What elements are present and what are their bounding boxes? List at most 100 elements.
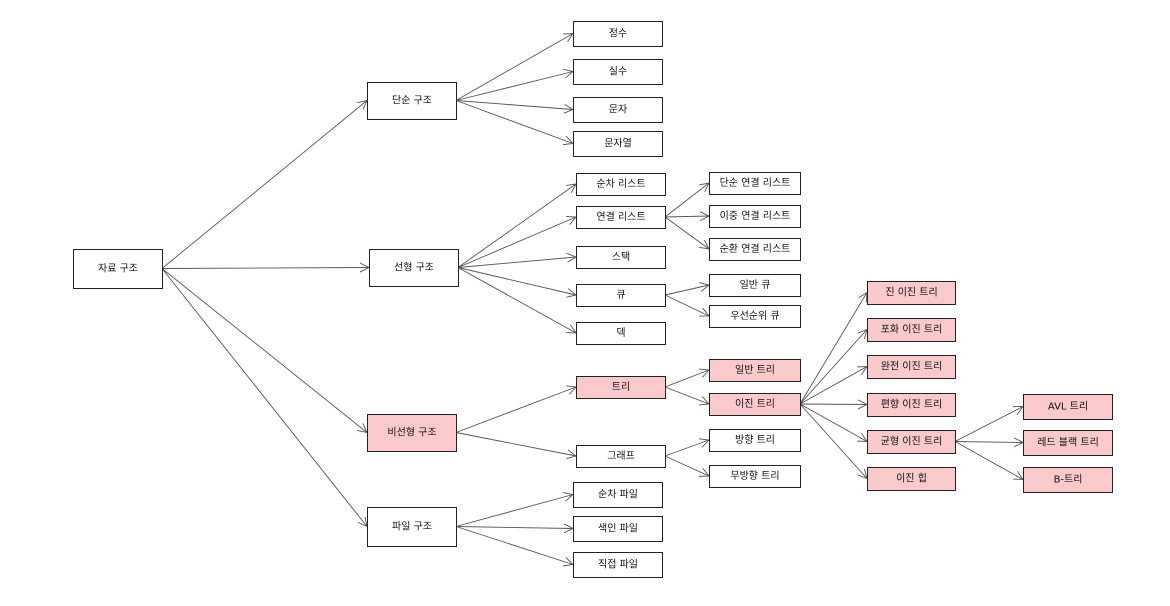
node-priorityqueue: 우선순위 큐 xyxy=(709,305,801,328)
node-label-tree: 트리 xyxy=(612,381,630,393)
edge-linear-to-deque xyxy=(457,267,576,334)
node-box-real xyxy=(573,59,663,85)
node-label-linkedlist: 연결 리스트 xyxy=(596,211,645,223)
edge-linkedlist-to-singlylinked xyxy=(664,183,709,218)
edge-linear-to-stack xyxy=(457,257,576,268)
edge-root-to-linear xyxy=(161,268,369,269)
node-label-binaryheap: 이진 힙 xyxy=(896,473,927,485)
node-label-seqlist: 순차 리스트 xyxy=(596,178,645,190)
node-label-btree: B-트리 xyxy=(1054,474,1083,486)
node-completebt: 완전 이진 트리 xyxy=(867,355,956,379)
node-box-fullbt xyxy=(867,318,956,342)
node-box-normalqueue xyxy=(709,274,801,297)
node-deque: 덱 xyxy=(576,322,666,345)
node-label-balancedbt: 균형 이진 트리 xyxy=(881,436,943,448)
node-singlylinked: 단순 연결 리스트 xyxy=(709,172,801,195)
node-label-nonlinear: 비선형 구조 xyxy=(387,427,436,439)
node-box-generaltree xyxy=(709,359,801,382)
edge-queue-to-priorityqueue xyxy=(664,294,709,316)
node-label-queue: 큐 xyxy=(616,290,625,301)
node-label-graph: 그래프 xyxy=(607,450,635,462)
node-simple: 단순 구조 xyxy=(367,82,457,120)
node-root: 자료 구조 xyxy=(73,249,163,289)
node-avl: AVL 트리 xyxy=(1023,394,1113,420)
node-box-seqfile xyxy=(573,482,663,508)
node-box-skewedbt xyxy=(867,393,956,417)
edge-linkedlist-to-circularlinked xyxy=(664,216,709,249)
edge-simple-to-char xyxy=(455,100,573,110)
node-fullbt: 포화 이진 트리 xyxy=(867,318,956,342)
node-box-priorityqueue xyxy=(709,305,801,328)
node-label-completebt: 완전 이진 트리 xyxy=(881,361,943,373)
node-directfile: 직접 파일 xyxy=(573,552,663,578)
node-box-stack xyxy=(576,246,666,269)
node-label-generaltree: 일반 트리 xyxy=(735,364,775,376)
node-label-file: 파일 구조 xyxy=(392,521,432,533)
node-box-balancedbt xyxy=(867,430,956,454)
node-label-properbt: 진 이진 트리 xyxy=(885,287,937,299)
node-binarytree: 이진 트리 xyxy=(709,393,801,416)
node-box-deque xyxy=(576,322,666,345)
node-redblack: 레드 블랙 트리 xyxy=(1023,430,1113,456)
node-box-properbt xyxy=(867,281,956,305)
node-label-int: 정수 xyxy=(609,28,627,40)
node-label-directedtree: 방향 트리 xyxy=(735,434,775,446)
node-label-undirectedtree: 무방향 트리 xyxy=(730,470,779,482)
edge-nonlinear-to-tree xyxy=(455,387,576,433)
edge-root-to-file xyxy=(161,268,367,527)
node-box-undirectedtree xyxy=(709,465,801,488)
node-seqfile: 순차 파일 xyxy=(573,482,663,508)
node-linkedlist: 연결 리스트 xyxy=(576,206,666,229)
edge-simple-to-string xyxy=(455,100,573,144)
node-box-int xyxy=(573,21,663,47)
node-box-linear xyxy=(369,249,459,287)
edge-graph-to-directedtree xyxy=(664,440,709,457)
node-generaltree: 일반 트리 xyxy=(709,359,801,382)
edge-binarytree-to-fullbt xyxy=(799,330,867,405)
node-properbt: 진 이진 트리 xyxy=(867,281,956,305)
edge-binarytree-to-binaryheap xyxy=(799,403,867,479)
node-doublylinked: 이중 연결 리스트 xyxy=(709,205,801,228)
edge-binarytree-to-completebt xyxy=(799,367,867,405)
node-label-string: 문자열 xyxy=(604,138,632,150)
node-box-linkedlist xyxy=(576,206,666,229)
node-box-simple xyxy=(367,82,457,120)
node-label-redblack: 레드 블랙 트리 xyxy=(1037,437,1099,449)
edge-file-to-seqfile xyxy=(455,495,573,527)
edge-linear-to-queue xyxy=(457,267,576,296)
node-string: 문자열 xyxy=(573,131,663,157)
node-box-circularlinked xyxy=(709,238,801,261)
node-stack: 스택 xyxy=(576,246,666,269)
edge-balancedbt-to-redblack xyxy=(954,442,1023,443)
edge-nonlinear-to-graph xyxy=(455,432,576,457)
node-label-singlylinked: 단순 연결 리스트 xyxy=(720,177,791,189)
node-box-avl xyxy=(1023,394,1113,420)
edge-balancedbt-to-avl xyxy=(954,407,1023,442)
node-label-root: 자료 구조 xyxy=(98,263,138,275)
node-label-skewedbt: 편향 이진 트리 xyxy=(881,399,943,411)
node-box-nonlinear xyxy=(367,414,457,452)
node-circularlinked: 순환 연결 리스트 xyxy=(709,238,801,261)
edge-balancedbt-to-btree xyxy=(954,441,1023,480)
node-box-graph xyxy=(576,445,666,468)
node-box-indexfile xyxy=(573,516,663,542)
node-box-directedtree xyxy=(709,429,801,452)
node-balancedbt: 균형 이진 트리 xyxy=(867,430,956,454)
node-seqlist: 순차 리스트 xyxy=(576,173,666,196)
node-label-char: 문자 xyxy=(609,104,627,116)
node-label-fullbt: 포화 이진 트리 xyxy=(881,324,943,336)
node-label-deque: 덱 xyxy=(616,327,625,339)
node-label-stack: 스택 xyxy=(612,251,630,263)
node-label-normalqueue: 일반 큐 xyxy=(740,279,771,291)
node-box-binarytree xyxy=(709,393,801,416)
node-box-tree xyxy=(576,376,666,399)
node-box-doublylinked xyxy=(709,205,801,228)
node-box-root xyxy=(73,249,163,289)
edge-binarytree-to-skewedbt xyxy=(799,404,867,405)
edge-graph-to-undirectedtree xyxy=(664,455,709,476)
node-box-redblack xyxy=(1023,430,1113,456)
node-label-simple: 단순 구조 xyxy=(392,95,432,107)
node-indexfile: 색인 파일 xyxy=(573,516,663,542)
